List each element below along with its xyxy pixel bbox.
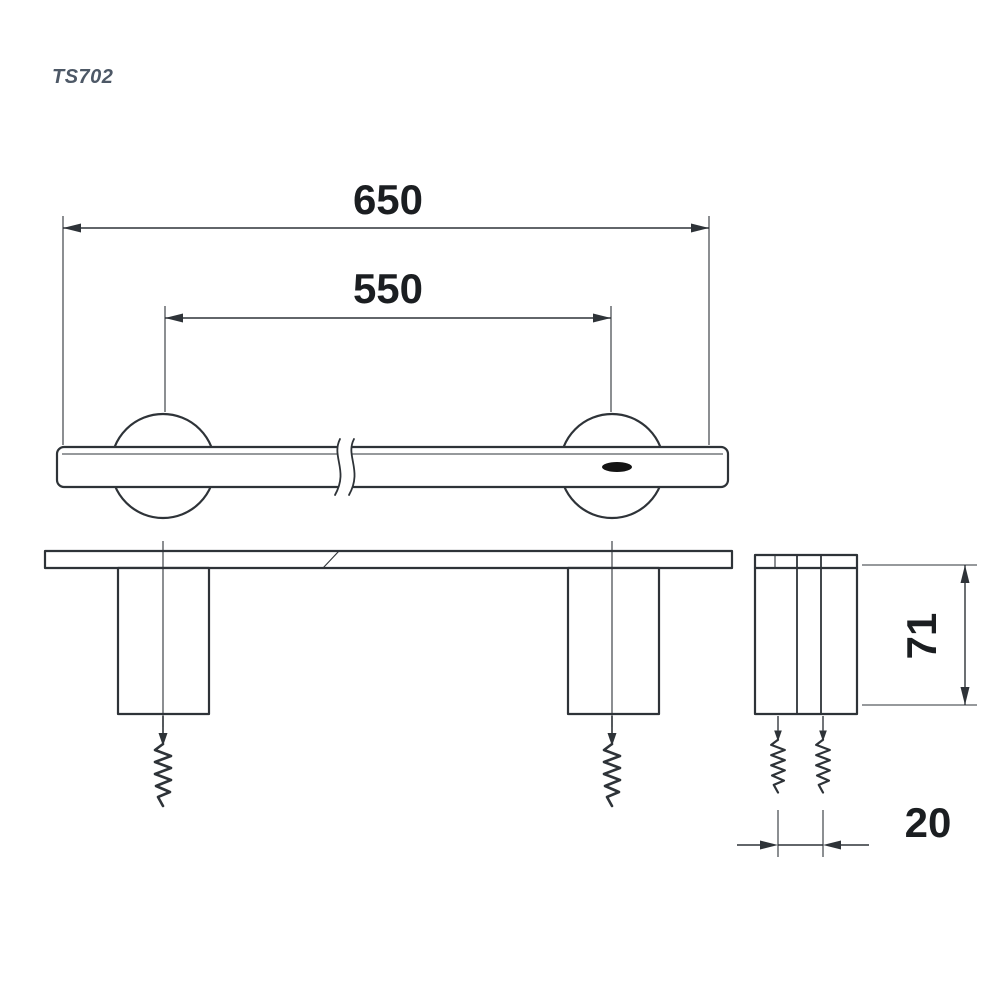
right-screw-anchor-icon	[602, 714, 622, 808]
bracket-profile	[753, 553, 859, 716]
front-view	[55, 412, 730, 520]
model-number-label: TS702	[52, 66, 113, 88]
break-line-left	[334, 438, 342, 496]
towel-bar-body	[55, 445, 730, 489]
dimension-mounting-pitch: 550	[164, 265, 612, 412]
mounting-slot	[602, 462, 632, 472]
arrowhead-right-icon	[593, 313, 611, 323]
left-screw-anchor-icon	[153, 714, 173, 808]
arrowhead-left-icon	[63, 223, 81, 233]
break-line-right	[348, 438, 356, 496]
arrowhead-bottom-icon	[960, 687, 970, 705]
bar-band	[43, 549, 734, 570]
bracket-height-value: 71	[898, 613, 945, 660]
dimension-overall-length: 650	[62, 176, 710, 445]
dimension-anchor-spacing: 20	[737, 799, 951, 857]
break-mask	[335, 439, 355, 495]
plan-view	[43, 541, 734, 808]
arrowhead-right-icon	[691, 223, 709, 233]
arrowhead-top-icon	[960, 565, 970, 583]
right-mounting-post	[566, 566, 661, 716]
arrowhead-right-icon	[823, 840, 841, 850]
anchor-spacing-value: 20	[905, 799, 952, 846]
mounting-pitch-value: 550	[353, 265, 423, 312]
arrowhead-left-icon	[165, 313, 183, 323]
dimension-bracket-height: 71	[862, 564, 977, 706]
side-view	[753, 553, 859, 794]
front-screw-anchor-icon	[770, 714, 786, 794]
rear-screw-anchor-icon	[815, 714, 831, 794]
overall-length-value: 650	[353, 176, 423, 223]
band-break-line	[322, 550, 340, 569]
arrowhead-left-icon	[760, 840, 778, 850]
